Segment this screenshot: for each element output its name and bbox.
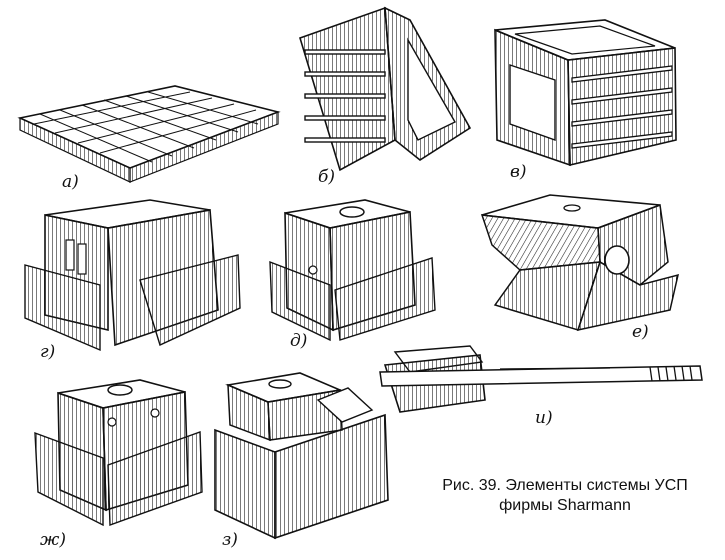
label-i: и) — [535, 408, 553, 428]
part-b-angle-plate — [299, 6, 472, 172]
part-z-block — [214, 372, 389, 540]
label-g: г) — [40, 342, 56, 362]
figure-caption: Рис. 39. Элементы системы УСП фирмы Shar… — [420, 476, 710, 516]
part-i-bolt — [379, 345, 703, 413]
label-z: з) — [222, 530, 238, 550]
label-e: е) — [632, 322, 649, 342]
part-a-base-plate — [17, 85, 281, 183]
part-e-vblock — [480, 194, 680, 332]
label-b: б) — [318, 167, 336, 187]
caption-line-1: Рис. 39. Элементы системы УСП — [442, 477, 688, 494]
label-zh: ж) — [40, 530, 66, 550]
part-d-block — [269, 199, 436, 342]
caption-line-2: фирмы Sharmann — [499, 497, 631, 514]
label-d: д) — [290, 331, 308, 351]
part-g-block — [24, 199, 241, 352]
part-v-cube — [494, 19, 677, 167]
label-a: а) — [62, 172, 79, 192]
part-zh-block — [34, 379, 203, 527]
label-v: в) — [510, 162, 527, 182]
